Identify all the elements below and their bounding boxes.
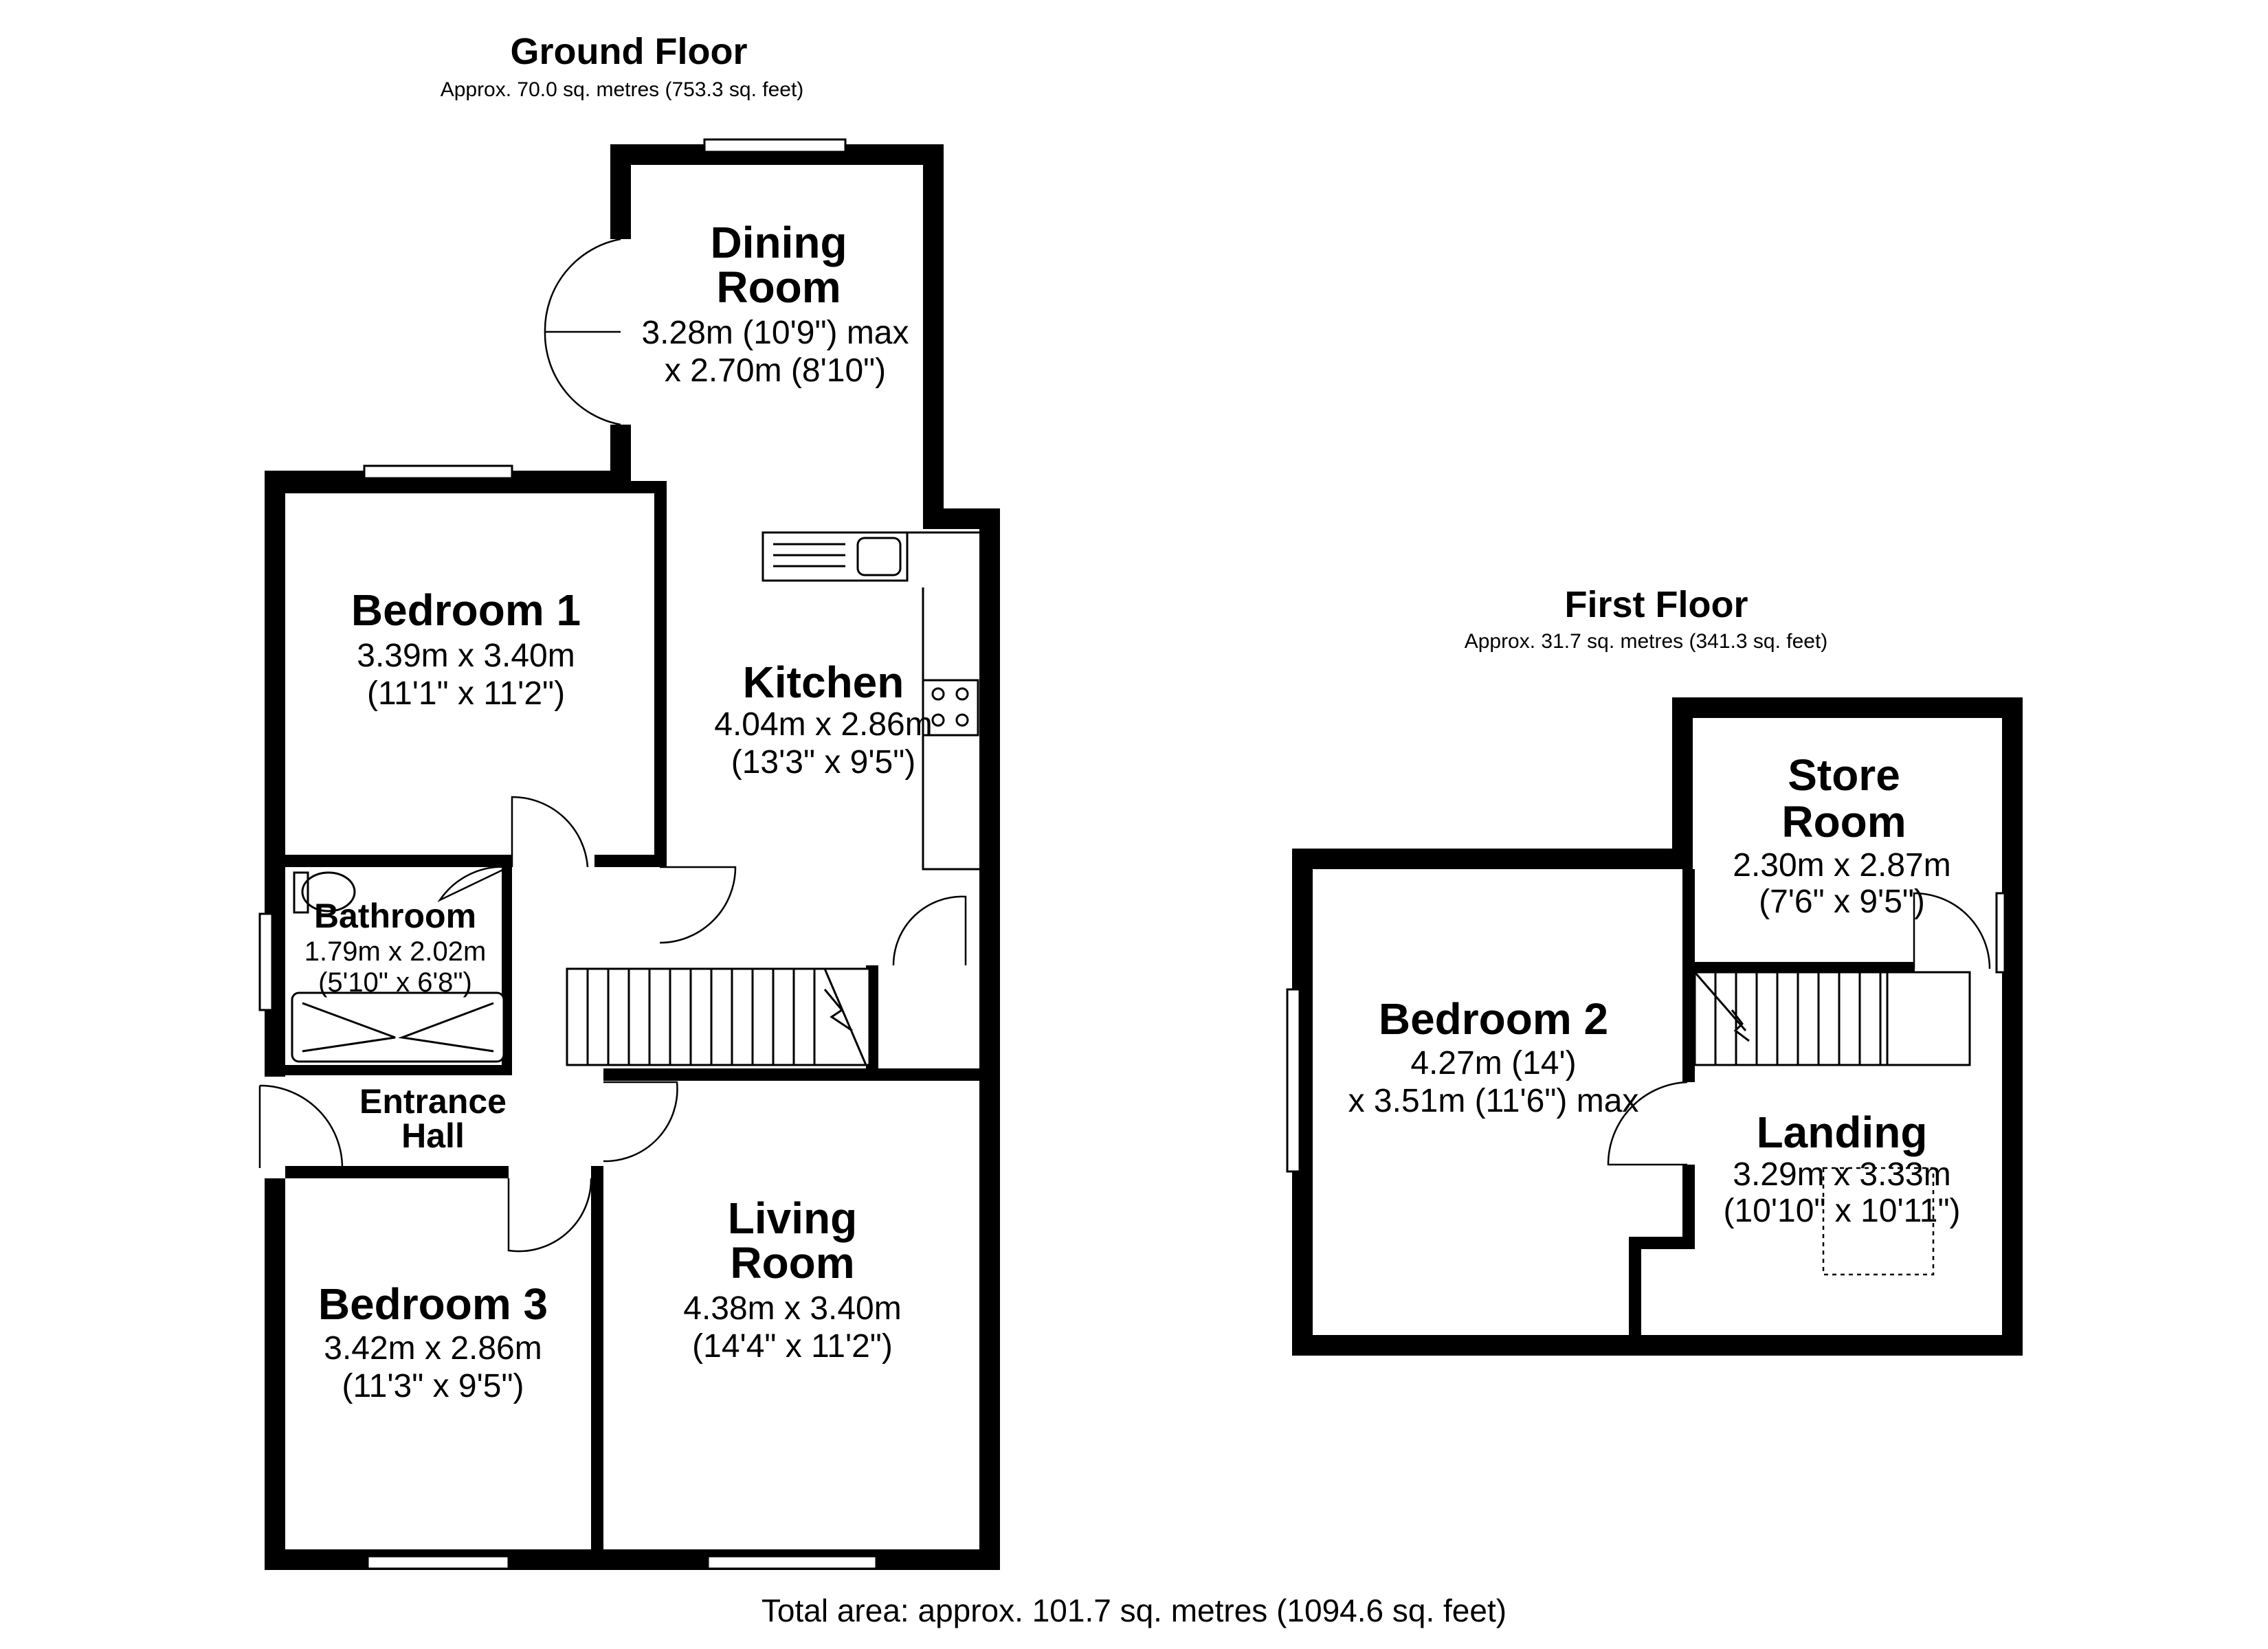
bedroom2-window — [1286, 988, 1301, 1173]
first-floor-internal-walls — [1629, 869, 1915, 1340]
bedroom1-dim2: (11'1" x 11'2") — [367, 675, 565, 712]
dining-room-name-line1: Dining — [710, 218, 847, 267]
living-room-window — [707, 1555, 878, 1570]
bathroom-fittings — [291, 871, 505, 1063]
ground-floor-windows — [258, 138, 878, 1570]
bedroom3-dim2: (11'3" x 9'5") — [342, 1368, 524, 1404]
bedroom3-name: Bedroom 3 — [318, 1279, 548, 1329]
hob — [922, 679, 979, 737]
bedroom3-window — [366, 1555, 510, 1570]
landing-name: Landing — [1757, 1108, 1928, 1157]
ground-floor-stairs — [566, 967, 871, 1066]
living-room-dim1: 4.38m x 3.40m — [683, 1290, 901, 1327]
first-floor-outer-walls — [1292, 697, 2023, 1356]
bedroom1-name: Bedroom 1 — [351, 585, 581, 635]
ground-floor-doors — [258, 238, 967, 1253]
first-floor-stairs — [1693, 971, 1971, 1066]
bath-icon — [291, 991, 505, 1063]
entrance-hall-name-line1: Entrance — [359, 1082, 507, 1121]
total-area: Total area: approx. 101.7 sq. metres (10… — [761, 1593, 1507, 1628]
first-floor-doors — [1607, 892, 1991, 1166]
toilet-icon — [301, 871, 356, 912]
first-floor-title: First Floor — [1565, 584, 1748, 625]
first-floor-windows — [1286, 892, 2006, 1173]
dining-room-dim1: 3.28m (10'9") max — [641, 315, 909, 351]
store-room-dim1: 2.30m x 2.87m — [1733, 847, 1950, 884]
first-floor-plan: First Floor Approx. 31.7 sq. metres (341… — [1286, 584, 2023, 1356]
bedroom2-dim1: 4.27m (14') — [1410, 1045, 1576, 1081]
kitchen-dim2: (13'3" x 9'5") — [731, 744, 916, 781]
living-room-name-line2: Room — [730, 1238, 854, 1288]
ground-floor-plan: Ground Floor Approx. 70.0 sq. metres (75… — [258, 31, 1000, 1570]
kitchen-fittings — [761, 531, 979, 871]
bedroom1-window — [363, 464, 513, 480]
ground-floor-title: Ground Floor — [511, 31, 748, 72]
landing-dim2: (10'10" x 10'11") — [1723, 1193, 1960, 1229]
kitchen-sink — [761, 531, 909, 582]
entrance-hall-name-line2: Hall — [401, 1117, 465, 1155]
bathroom-dim1: 1.79m x 2.02m — [304, 936, 487, 967]
store-room-name-line2: Room — [1781, 797, 1906, 846]
first-floor-area: Approx. 31.7 sq. metres (341.3 sq. feet) — [1465, 630, 1828, 653]
dining-room-window — [703, 138, 847, 153]
dining-room-name-line2: Room — [716, 262, 841, 312]
bathroom-window — [258, 912, 274, 1011]
ground-floor-area: Approx. 70.0 sq. metres (753.3 sq. feet) — [441, 78, 804, 101]
dining-room-dim2: x 2.70m (8'10") — [665, 352, 886, 389]
bedroom3-dim1: 3.42m x 2.86m — [324, 1330, 542, 1367]
living-room-name-line1: Living — [728, 1193, 857, 1243]
bathroom-name: Bathroom — [314, 897, 476, 935]
living-room-dim2: (14'4" x 11'2") — [692, 1328, 893, 1365]
landing-dim1: 3.29m x 3.33m — [1733, 1156, 1950, 1193]
kitchen-name: Kitchen — [743, 658, 904, 707]
bedroom1-dim1: 3.39m x 3.40m — [357, 638, 575, 674]
store-room-window — [1995, 892, 2006, 974]
store-room-name-line1: Store — [1788, 750, 1900, 800]
loft-hatch — [1822, 1167, 1935, 1276]
kitchen-dim1: 4.04m x 2.86m — [714, 706, 932, 743]
store-room-dim2: (7'6" x 9'5") — [1759, 884, 1925, 920]
bedroom2-name: Bedroom 2 — [1379, 994, 1608, 1044]
bathroom-dim2: (5'10" x 6'8") — [318, 967, 472, 998]
bedroom2-dim2: x 3.51m (11'6") max — [1348, 1083, 1639, 1119]
